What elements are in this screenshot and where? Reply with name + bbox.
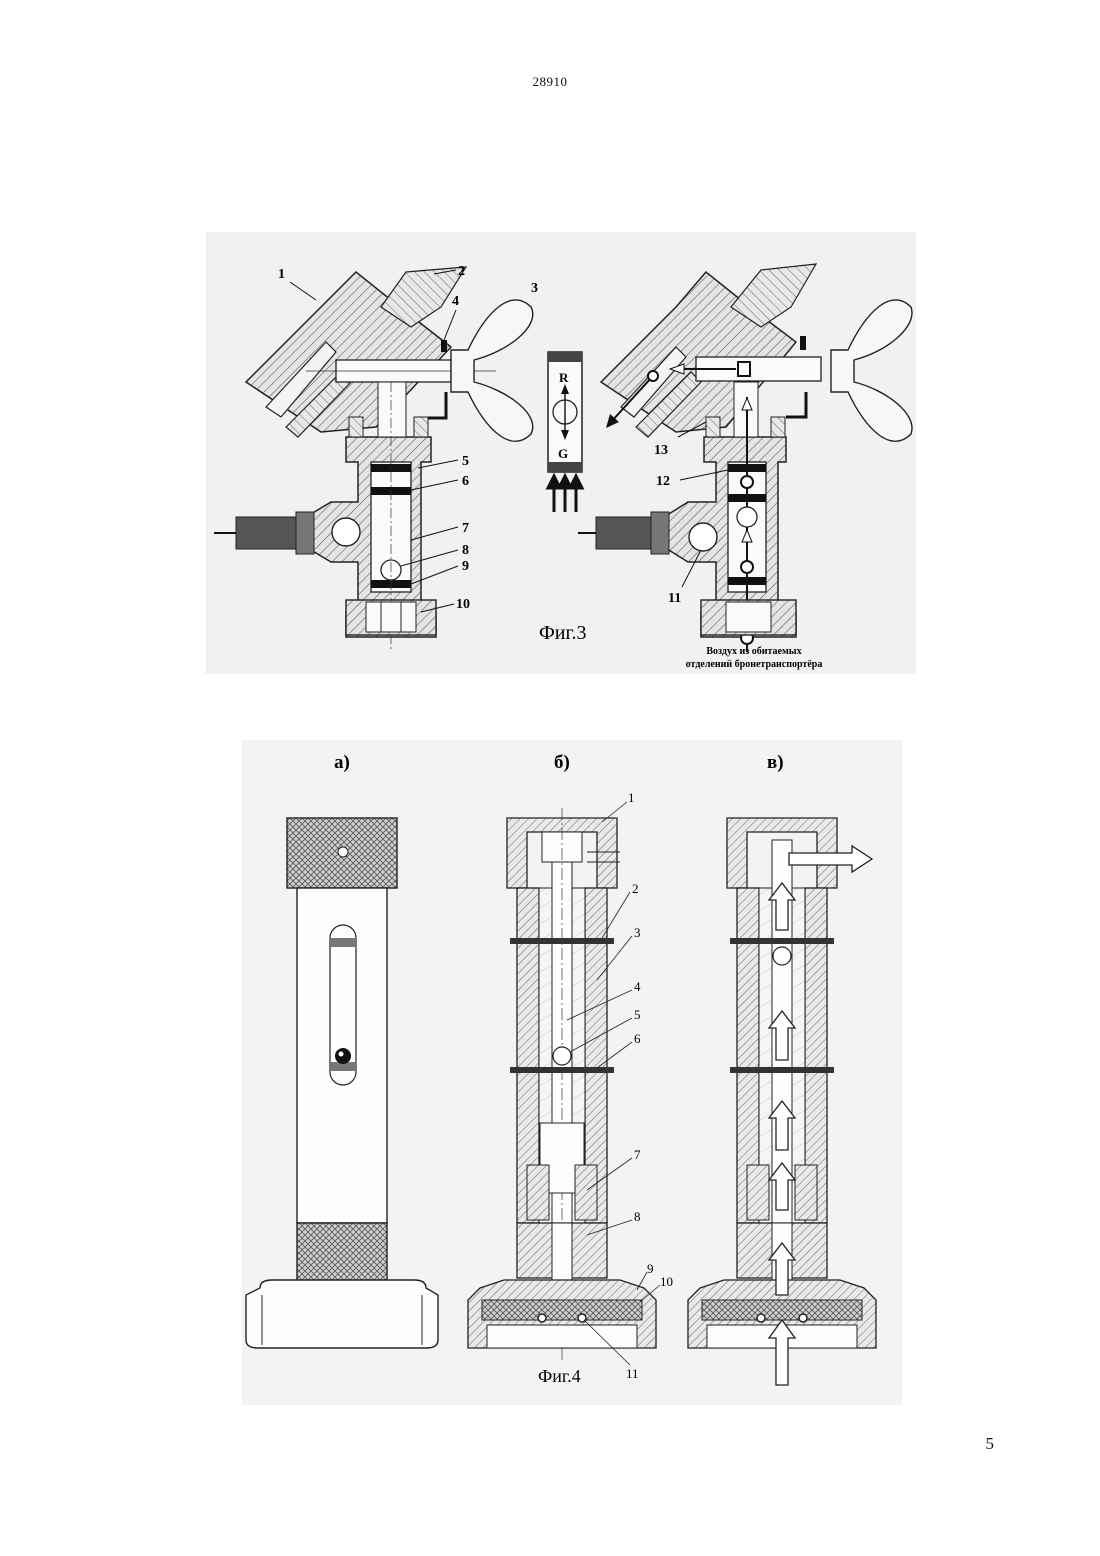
page-number: 5 [986, 1434, 995, 1454]
fig3-label-10: 10 [456, 597, 470, 612]
fig4-label-2: 2 [632, 881, 639, 896]
figure-4: а) б) в) [242, 740, 902, 1405]
fig3-label-12: 12 [656, 474, 670, 489]
fig4-label-3: 3 [634, 925, 641, 940]
air-note-line-2: отделений бронетранспортёра [686, 659, 823, 670]
view-label-b: б) [554, 752, 570, 773]
fig4-label-8: 8 [634, 1209, 641, 1224]
figure-3-drawing: 1 2 3 4 5 6 7 8 9 10 R G [206, 232, 916, 674]
indicator-label-g: G [558, 446, 568, 461]
fig3-label-5: 5 [462, 454, 469, 469]
indicator-window: R G [548, 352, 582, 512]
fig4-label-11: 11 [626, 1366, 639, 1381]
fig3-label-9: 9 [462, 559, 469, 574]
figure-3-caption: Фиг.3 [539, 622, 586, 644]
fig4-label-6: 6 [634, 1031, 641, 1046]
fig3-label-1: 1 [278, 267, 285, 282]
fig4-label-1: 1 [628, 790, 635, 805]
fig3-label-2: 2 [458, 264, 465, 279]
view-label-a: а) [334, 752, 350, 773]
indicator-label-r: R [559, 370, 569, 385]
fig3-label-8: 8 [462, 543, 469, 558]
fig4-label-10: 10 [660, 1274, 673, 1289]
fig3-label-7: 7 [462, 521, 469, 536]
fig4-label-7: 7 [634, 1147, 641, 1162]
fig4-label-9: 9 [647, 1261, 654, 1276]
air-note-line-1: Воздух из обитаемых [706, 646, 801, 657]
figure-4-caption: Фиг.4 [538, 1366, 581, 1386]
figure-3: 1 2 3 4 5 6 7 8 9 10 R G [206, 232, 916, 674]
fig4-label-4: 4 [634, 979, 641, 994]
fig3-label-11: 11 [668, 591, 681, 606]
figure-4-drawing: а) б) в) [242, 740, 902, 1405]
fig3-label-4: 4 [452, 294, 459, 309]
document-number: 28910 [0, 74, 1100, 90]
view-label-v: в) [767, 752, 784, 773]
fig3-label-3: 3 [531, 281, 538, 296]
fig4-label-5: 5 [634, 1007, 641, 1022]
airflow-arrows [548, 476, 582, 512]
fig3-label-13: 13 [654, 443, 668, 458]
fig3-label-6: 6 [462, 474, 469, 489]
